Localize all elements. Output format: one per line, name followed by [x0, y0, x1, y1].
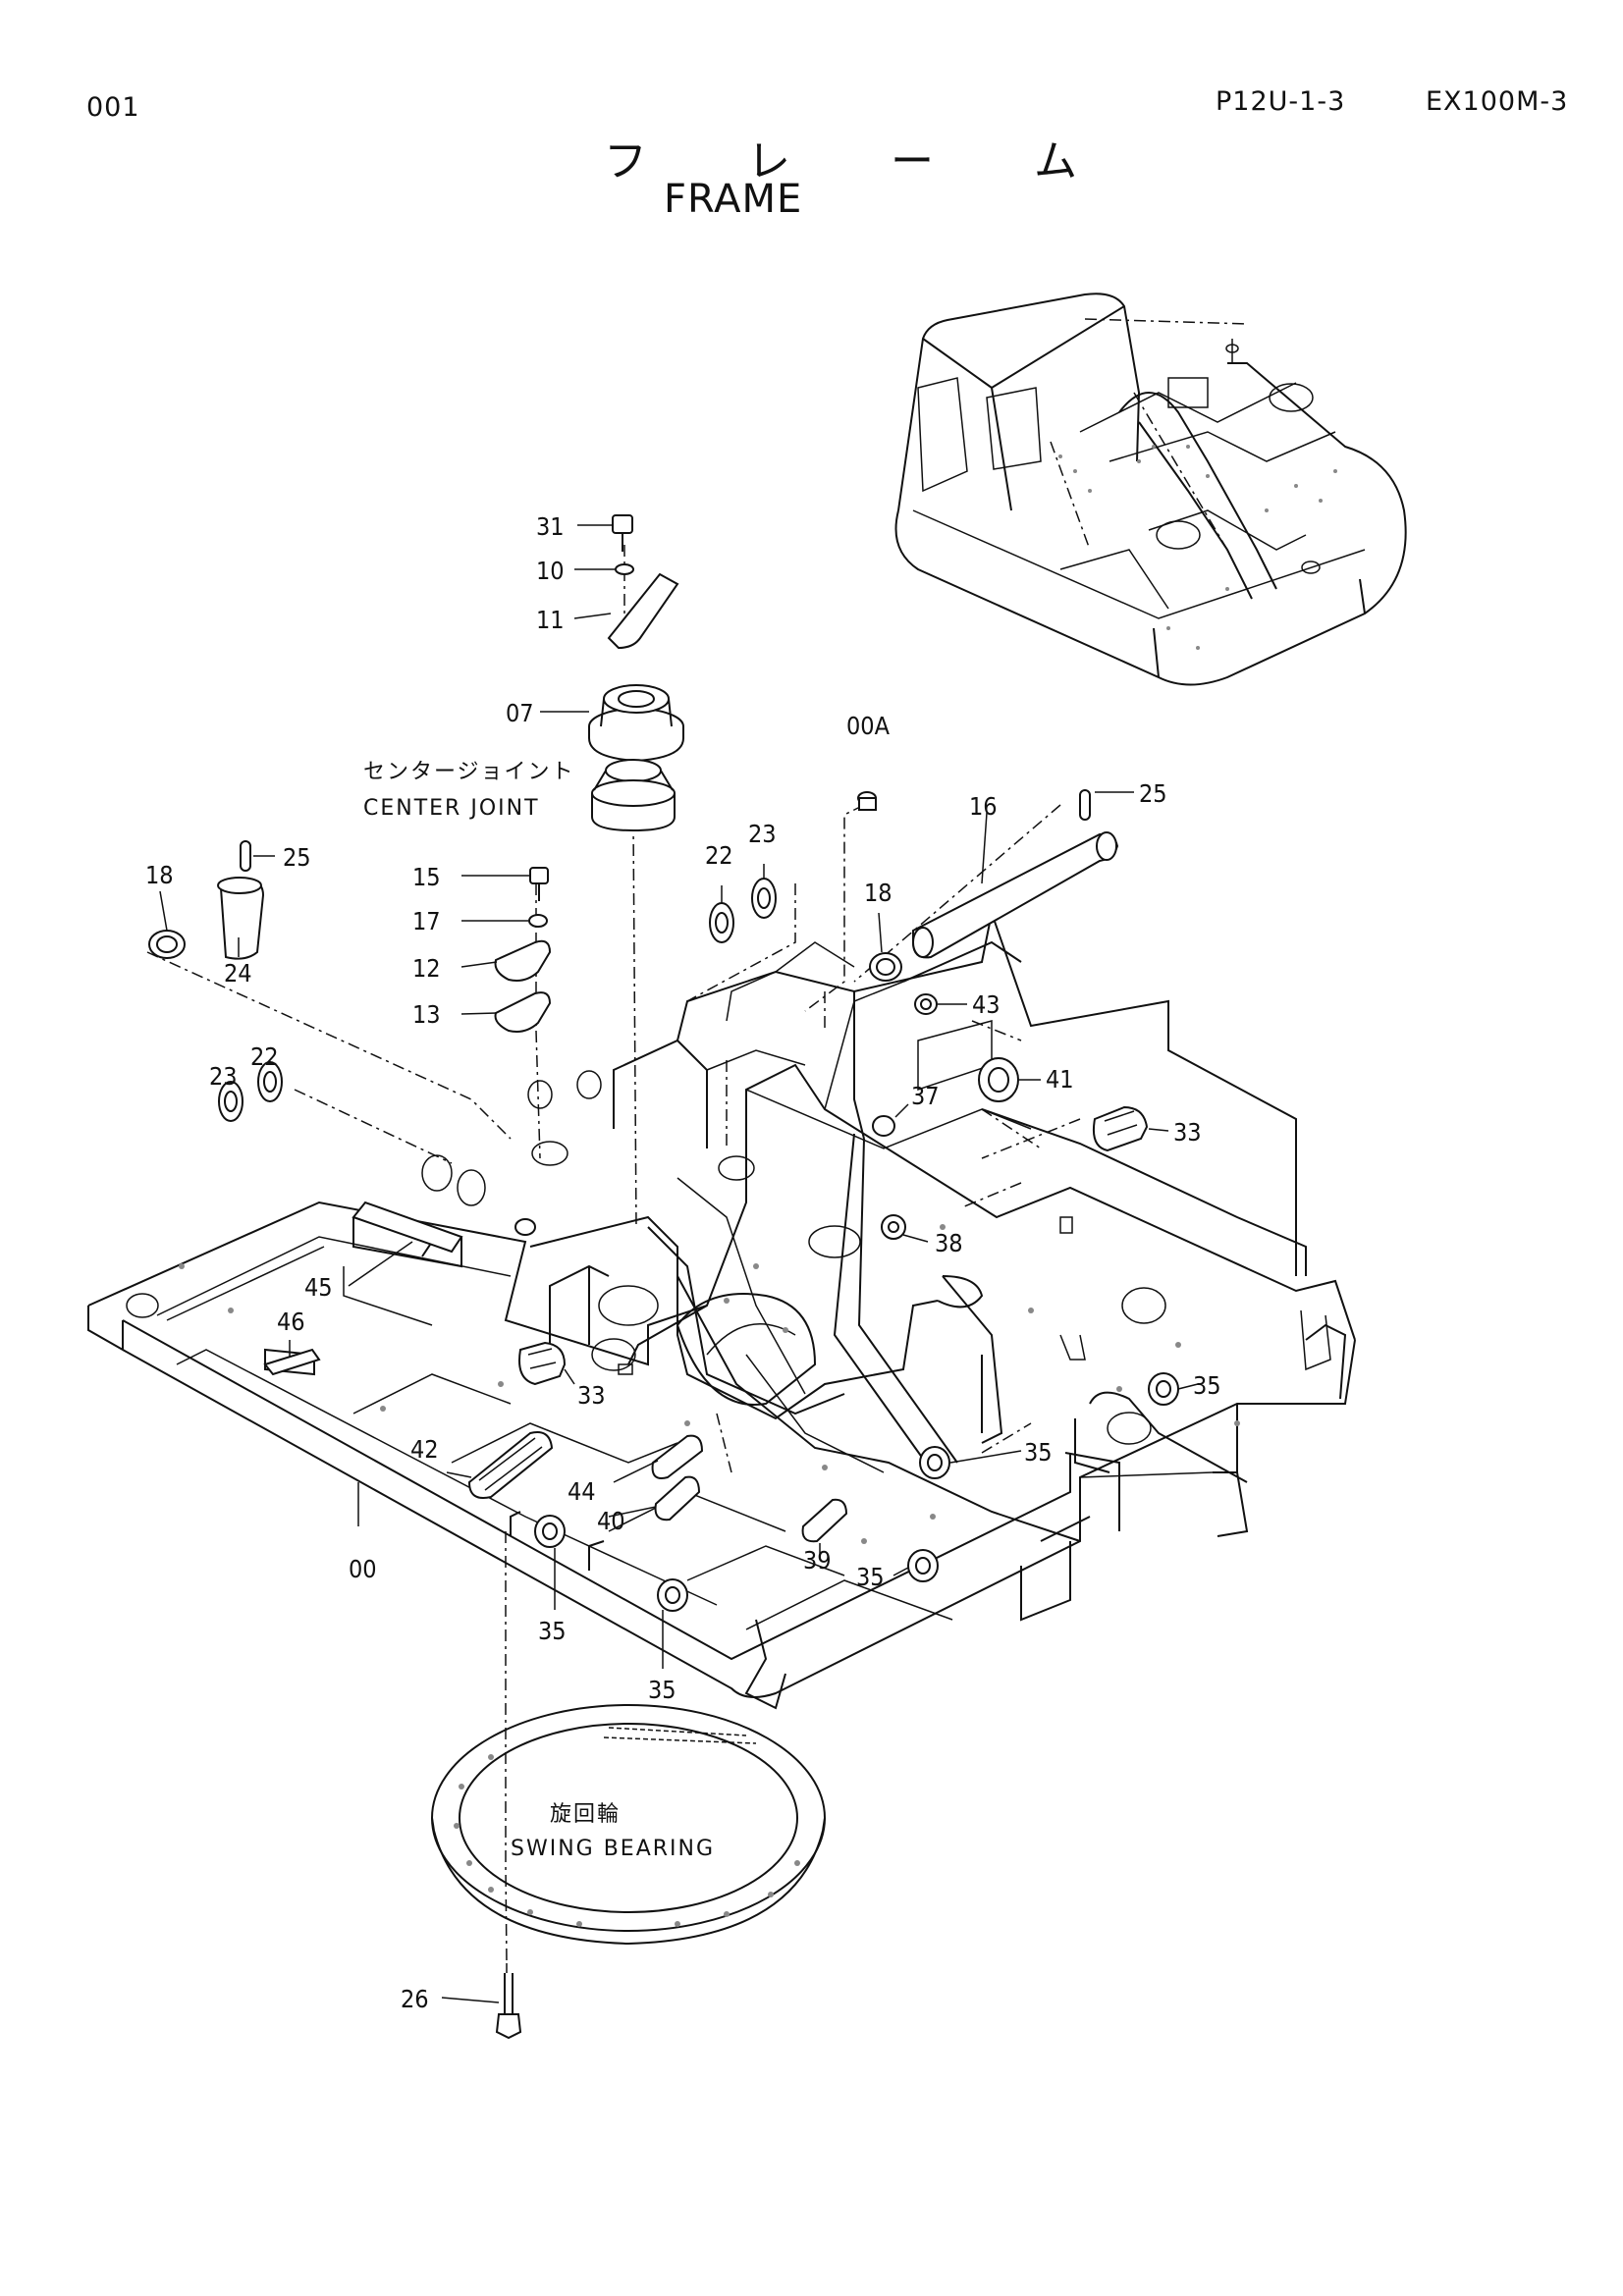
part-43-plug — [914, 993, 938, 1015]
part-label-07: 07 — [506, 699, 534, 727]
part-40-rubber — [654, 1475, 701, 1522]
part-38-rubber — [881, 1214, 906, 1240]
part-label-24: 24 — [224, 959, 252, 988]
part-label-25-left: 25 — [283, 843, 311, 872]
part-label-13: 13 — [412, 1000, 441, 1029]
part-label-46: 46 — [277, 1308, 305, 1336]
part-12-cover — [494, 939, 552, 982]
part-label-35-bottom: 35 — [648, 1676, 676, 1704]
part-23-shim-top — [751, 878, 777, 919]
part-45-plate — [352, 1201, 463, 1254]
page-title: FRAME — [664, 177, 803, 222]
model-name: EX100M-3 — [1426, 86, 1569, 117]
part-label-16: 16 — [969, 792, 998, 821]
part-label-17: 17 — [412, 907, 441, 935]
part-label-12: 12 — [412, 954, 441, 983]
part-label-31: 31 — [536, 512, 565, 541]
swing-bearing-label: SWING BEARING — [511, 1837, 715, 1861]
excavator-overview-illustration — [894, 293, 1407, 686]
part-18-bushing-left — [148, 930, 186, 959]
part-label-11: 11 — [536, 606, 565, 634]
part-25-pin-right — [1079, 789, 1091, 821]
part-13-gasket — [494, 991, 552, 1033]
part-31-bolt — [612, 514, 633, 552]
part-35-rubber-lower-right — [907, 1549, 939, 1582]
part-33-rubber-right — [1092, 1105, 1149, 1152]
part-22-shim-left — [257, 1061, 283, 1102]
part-label-42: 42 — [410, 1435, 439, 1464]
part-11-plate — [607, 572, 679, 650]
part-label-22-left: 22 — [250, 1042, 279, 1071]
part-label-00: 00 — [349, 1555, 377, 1583]
part-41-cushion — [978, 1057, 1019, 1102]
part-22-shim-top — [709, 902, 734, 943]
part-label-44: 44 — [568, 1477, 596, 1506]
leader-lines — [159, 524, 1199, 2003]
part-44-rubber — [651, 1434, 704, 1479]
center-joint — [591, 759, 676, 832]
part-label-18-left: 18 — [145, 861, 174, 889]
part-00A-plug — [857, 791, 877, 811]
part-label-43: 43 — [972, 990, 1001, 1019]
part-24-pin — [217, 877, 265, 960]
part-label-39: 39 — [803, 1546, 832, 1575]
part-label-15: 15 — [412, 863, 441, 891]
page-code: P12U-1-3 — [1216, 86, 1346, 117]
part-35-rubber-right — [1148, 1372, 1179, 1406]
part-label-33-right: 33 — [1173, 1118, 1202, 1147]
part-10-washer — [615, 563, 634, 575]
swing-bearing-ring — [431, 1704, 826, 1946]
part-label-35-lower-right: 35 — [856, 1563, 885, 1591]
center-joint-label: CENTER JOINT — [363, 796, 540, 821]
part-label-00A: 00A — [846, 712, 891, 740]
part-label-23-top: 23 — [748, 820, 777, 848]
part-label-41: 41 — [1046, 1065, 1074, 1094]
page-number: 001 — [86, 92, 140, 123]
part-07-seal — [588, 684, 684, 763]
part-label-10: 10 — [536, 557, 565, 585]
part-23-shim-left — [218, 1081, 243, 1122]
swing-bearing-label-jp: 旋回輪 — [550, 1802, 621, 1827]
center-joint-label-jp: センタージョイント — [363, 760, 575, 784]
part-42-rubber — [467, 1431, 554, 1499]
page-title-japanese: フ レ ー ム — [604, 136, 1120, 187]
part-37-plug — [872, 1115, 895, 1137]
part-label-45: 45 — [304, 1273, 333, 1302]
part-label-38: 38 — [935, 1229, 963, 1257]
part-label-18-right: 18 — [864, 879, 893, 907]
part-15-bolt — [529, 867, 549, 901]
part-label-33-center: 33 — [577, 1381, 606, 1410]
part-label-23-left: 23 — [209, 1062, 238, 1091]
part-label-40: 40 — [597, 1507, 625, 1535]
part-17-washer — [528, 914, 548, 928]
part-label-25-right: 25 — [1139, 779, 1167, 808]
alignment-lines — [146, 545, 1086, 1973]
part-35-rubber-center — [919, 1446, 950, 1479]
part-39-rubber — [801, 1498, 848, 1543]
part-label-35-center: 35 — [1024, 1438, 1053, 1467]
part-label-22-top: 22 — [705, 841, 733, 870]
part-26-bolt — [495, 1973, 522, 2040]
part-label-35-lower-left: 35 — [538, 1617, 567, 1645]
part-25-pin-left — [240, 840, 251, 872]
part-18-bushing-right — [869, 952, 902, 982]
part-16-pin — [912, 831, 1119, 959]
part-label-37: 37 — [911, 1082, 940, 1110]
part-33-rubber-center — [518, 1341, 567, 1386]
part-label-35-right: 35 — [1193, 1371, 1221, 1400]
part-35-rubber-lower-left — [534, 1515, 566, 1548]
part-label-26: 26 — [401, 1985, 429, 2013]
part-46-block — [263, 1348, 321, 1376]
part-35-rubber-bottom — [657, 1578, 688, 1612]
